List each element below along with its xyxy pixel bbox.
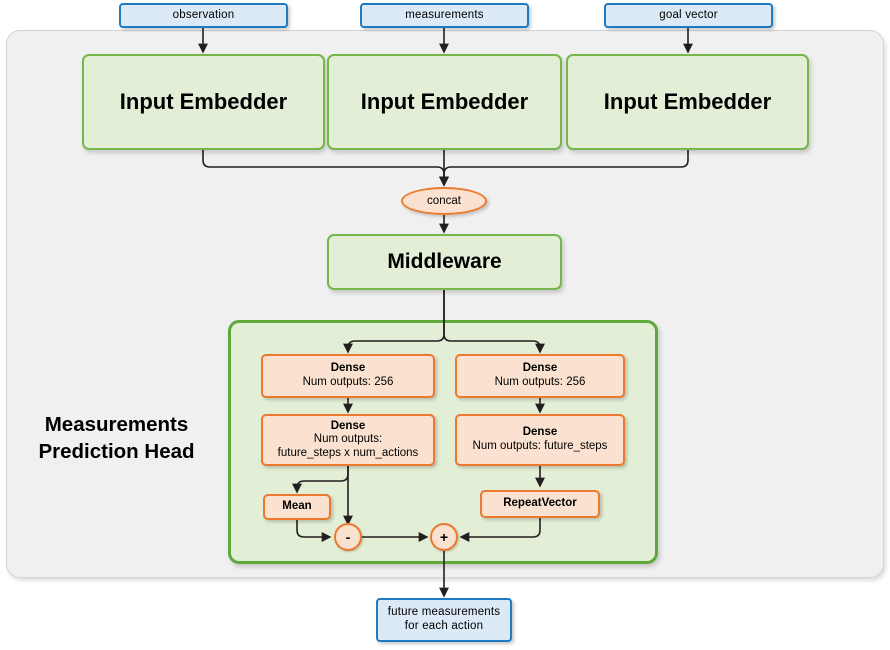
input-goal-vector-label: goal vector [659, 8, 718, 21]
input-measurements-label: measurements [405, 8, 484, 21]
head-label-line-1: Measurements [44, 413, 189, 436]
concat-node[interactable]: concat [401, 187, 487, 215]
right-dense-256[interactable]: Dense Num outputs: 256 [455, 354, 625, 398]
right-dense-256-outputs: Num outputs: 256 [494, 376, 586, 388]
output-line-2: for each action [404, 620, 484, 632]
input-embedder-goal-vector[interactable]: Input Embedder [566, 54, 809, 150]
left-dense-future-steps-actions[interactable]: Dense Num outputs: future_steps x num_ac… [261, 414, 435, 466]
middleware-node[interactable]: Middleware [327, 234, 562, 290]
left-dense-future-title: Dense [330, 419, 366, 432]
add-operator-symbol: + [439, 529, 449, 545]
left-dense-256-outputs: Num outputs: 256 [302, 376, 394, 388]
left-dense-future-outputs-value: future_steps x num_actions [277, 446, 419, 459]
repeat-vector-label: RepeatVector [503, 497, 577, 510]
right-dense-future-title: Dense [522, 426, 558, 439]
left-dense-256[interactable]: Dense Num outputs: 256 [261, 354, 435, 398]
middleware-label: Middleware [387, 249, 502, 273]
measurements-prediction-head-label: Measurements Prediction Head [14, 412, 219, 465]
subtract-operator-symbol: - [345, 529, 351, 545]
input-embedder-goal-vector-label: Input Embedder [603, 89, 772, 115]
input-observation[interactable]: observation [119, 3, 288, 28]
input-measurements[interactable]: measurements [360, 3, 529, 28]
output-line-1: future measurements [387, 606, 501, 619]
input-observation-label: observation [172, 8, 235, 21]
input-embedder-observation[interactable]: Input Embedder [82, 54, 325, 150]
input-embedder-measurements[interactable]: Input Embedder [327, 54, 562, 150]
add-operator[interactable]: + [430, 523, 458, 551]
subtract-operator[interactable]: - [334, 523, 362, 551]
mean-label: Mean [282, 500, 312, 513]
concat-label: concat [427, 195, 461, 207]
head-label-line-2: Prediction Head [38, 439, 195, 463]
output-future-measurements[interactable]: future measurements for each action [376, 598, 512, 642]
input-embedder-measurements-label: Input Embedder [360, 89, 529, 115]
right-dense-future-steps[interactable]: Dense Num outputs: future_steps [455, 414, 625, 466]
left-dense-256-title: Dense [330, 362, 366, 375]
right-dense-future-outputs: Num outputs: future_steps [472, 440, 608, 452]
left-dense-future-outputs-label: Num outputs: [313, 433, 383, 446]
mean-node[interactable]: Mean [263, 494, 331, 520]
input-goal-vector[interactable]: goal vector [604, 3, 773, 28]
right-dense-256-title: Dense [522, 362, 558, 375]
input-embedder-observation-label: Input Embedder [119, 89, 288, 115]
repeat-vector-node[interactable]: RepeatVector [480, 490, 600, 518]
